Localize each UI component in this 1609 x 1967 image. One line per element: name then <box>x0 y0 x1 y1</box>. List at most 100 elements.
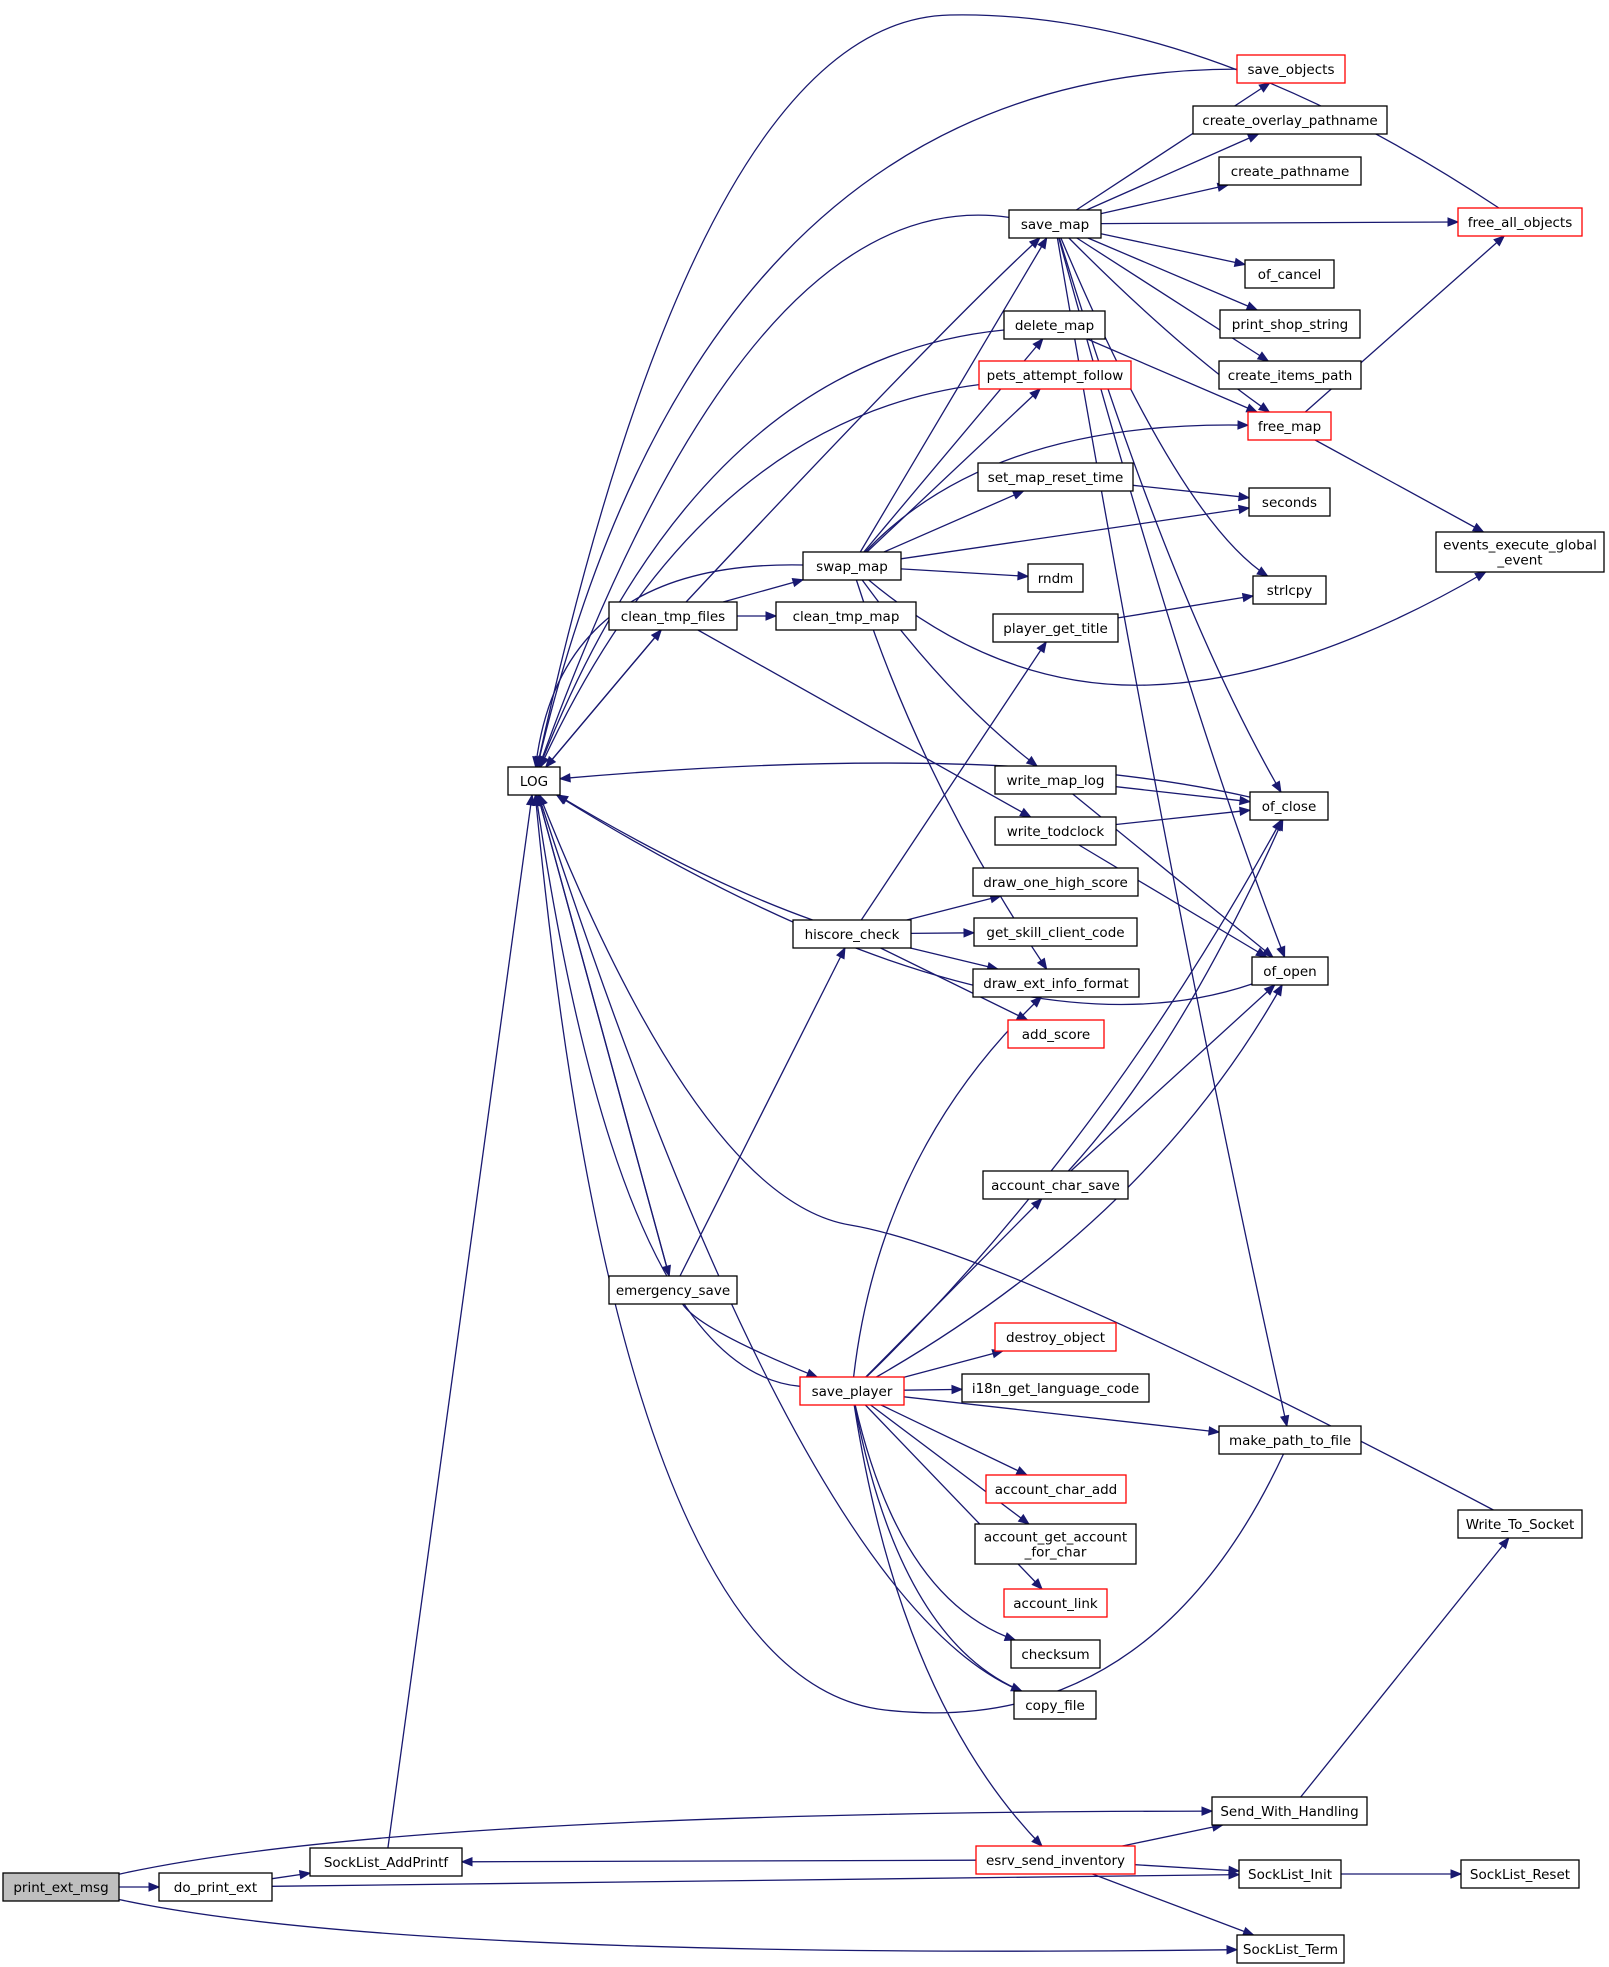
node-SockList_Init[interactable]: SockList_Init <box>1238 1859 1342 1889</box>
node-save_player[interactable]: save_player <box>799 1376 905 1406</box>
node-write_map_log[interactable]: write_map_log <box>994 765 1117 795</box>
node-box[interactable] <box>775 601 917 631</box>
node-draw_one_high_score[interactable]: draw_one_high_score <box>972 867 1139 897</box>
node-print_ext_msg[interactable]: print_ext_msg <box>2 1872 120 1902</box>
node-box[interactable] <box>994 816 1117 846</box>
node-print_shop_string[interactable]: print_shop_string <box>1219 309 1361 339</box>
node-box[interactable] <box>309 1847 463 1877</box>
node-pets_attempt_follow[interactable]: pets_attempt_follow <box>978 360 1132 390</box>
node-destroy_object[interactable]: destroy_object <box>994 1322 1117 1352</box>
node-box[interactable] <box>1218 360 1362 390</box>
node-box[interactable] <box>799 1376 905 1406</box>
node-do_print_ext[interactable]: do_print_ext <box>158 1872 273 1902</box>
node-box[interactable] <box>1248 487 1331 517</box>
node-make_path_to_file[interactable]: make_path_to_file <box>1218 1425 1362 1455</box>
node-draw_ext_info_format[interactable]: draw_ext_info_format <box>972 968 1140 998</box>
node-swap_map[interactable]: swap_map <box>802 551 902 581</box>
node-box[interactable] <box>608 1275 738 1305</box>
node-box[interactable] <box>978 360 1132 390</box>
node-box[interactable] <box>1027 563 1084 593</box>
node-checksum[interactable]: checksum <box>1010 1639 1101 1669</box>
node-box[interactable] <box>1003 1588 1108 1618</box>
node-events_execute_global_event[interactable]: events_execute_global_event <box>1435 531 1605 573</box>
node-Write_To_Socket[interactable]: Write_To_Socket <box>1457 1509 1583 1539</box>
node-clean_tmp_map[interactable]: clean_tmp_map <box>775 601 917 631</box>
node-box[interactable] <box>994 765 1117 795</box>
node-account_get_account_for_char[interactable]: account_get_account_for_char <box>974 1523 1137 1565</box>
node-save_map[interactable]: save_map <box>1008 209 1102 239</box>
node-free_map[interactable]: free_map <box>1247 411 1332 441</box>
node-copy_file[interactable]: copy_file <box>1013 1690 1097 1720</box>
node-box[interactable] <box>972 968 1140 998</box>
node-SockList_Term[interactable]: SockList_Term <box>1236 1934 1345 1964</box>
node-box[interactable] <box>1435 531 1605 573</box>
node-LOG[interactable]: LOG <box>507 766 561 796</box>
node-box[interactable] <box>1252 575 1327 605</box>
node-strlcpy[interactable]: strlcpy <box>1252 575 1327 605</box>
node-save_objects[interactable]: save_objects <box>1236 54 1346 84</box>
node-box[interactable] <box>973 917 1138 947</box>
node-box[interactable] <box>1251 956 1329 986</box>
node-box[interactable] <box>992 613 1119 643</box>
node-box[interactable] <box>1460 1859 1580 1889</box>
node-write_todclock[interactable]: write_todclock <box>994 816 1117 846</box>
node-seconds[interactable]: seconds <box>1248 487 1331 517</box>
node-box[interactable] <box>608 601 738 631</box>
node-box[interactable] <box>975 1845 1136 1875</box>
node-create_overlay_pathname[interactable]: create_overlay_pathname <box>1192 105 1388 135</box>
node-box[interactable] <box>982 1170 1129 1200</box>
node-emergency_save[interactable]: emergency_save <box>608 1275 738 1305</box>
node-box[interactable] <box>1247 411 1332 441</box>
node-box[interactable] <box>1007 1019 1105 1049</box>
node-box[interactable] <box>1244 259 1335 289</box>
node-box[interactable] <box>1457 1509 1583 1539</box>
node-delete_map[interactable]: delete_map <box>1003 310 1106 340</box>
node-SockList_Reset[interactable]: SockList_Reset <box>1460 1859 1580 1889</box>
node-Send_With_Handling[interactable]: Send_With_Handling <box>1211 1796 1368 1826</box>
node-box[interactable] <box>1192 105 1388 135</box>
node-box[interactable] <box>974 1523 1137 1565</box>
node-player_get_title[interactable]: player_get_title <box>992 613 1119 643</box>
node-box[interactable] <box>972 867 1139 897</box>
node-box[interactable] <box>1238 1859 1342 1889</box>
node-box[interactable] <box>792 919 912 949</box>
node-box[interactable] <box>158 1872 273 1902</box>
node-box[interactable] <box>1218 156 1362 186</box>
node-account_link[interactable]: account_link <box>1003 1588 1108 1618</box>
node-create_pathname[interactable]: create_pathname <box>1218 156 1362 186</box>
node-box[interactable] <box>1236 1934 1345 1964</box>
node-box[interactable] <box>1218 1425 1362 1455</box>
node-box[interactable] <box>1010 1639 1101 1669</box>
node-set_map_reset_time[interactable]: set_map_reset_time <box>977 462 1134 492</box>
node-i18n_get_language_code[interactable]: i18n_get_language_code <box>961 1373 1150 1403</box>
node-box[interactable] <box>802 551 902 581</box>
node-hiscore_check[interactable]: hiscore_check <box>792 919 912 949</box>
node-of_close[interactable]: of_close <box>1249 791 1329 821</box>
node-clean_tmp_files[interactable]: clean_tmp_files <box>608 601 738 631</box>
node-free_all_objects[interactable]: free_all_objects <box>1457 207 1583 237</box>
node-box[interactable] <box>1236 54 1346 84</box>
node-box[interactable] <box>1013 1690 1097 1720</box>
node-of_open[interactable]: of_open <box>1251 956 1329 986</box>
node-add_score[interactable]: add_score <box>1007 1019 1105 1049</box>
node-account_char_add[interactable]: account_char_add <box>985 1474 1127 1504</box>
node-box[interactable] <box>2 1872 120 1902</box>
node-box[interactable] <box>1003 310 1106 340</box>
node-create_items_path[interactable]: create_items_path <box>1218 360 1362 390</box>
node-rndm[interactable]: rndm <box>1027 563 1084 593</box>
node-box[interactable] <box>1008 209 1102 239</box>
node-box[interactable] <box>985 1474 1127 1504</box>
node-account_char_save[interactable]: account_char_save <box>982 1170 1129 1200</box>
node-box[interactable] <box>1211 1796 1368 1826</box>
node-box[interactable] <box>1219 309 1361 339</box>
node-SockList_AddPrintf[interactable]: SockList_AddPrintf <box>309 1847 463 1877</box>
node-box[interactable] <box>1249 791 1329 821</box>
node-box[interactable] <box>977 462 1134 492</box>
node-box[interactable] <box>994 1322 1117 1352</box>
node-box[interactable] <box>961 1373 1150 1403</box>
node-of_cancel[interactable]: of_cancel <box>1244 259 1335 289</box>
node-box[interactable] <box>1457 207 1583 237</box>
node-esrv_send_inventory[interactable]: esrv_send_inventory <box>975 1845 1136 1875</box>
node-box[interactable] <box>507 766 561 796</box>
node-get_skill_client_code[interactable]: get_skill_client_code <box>973 917 1138 947</box>
